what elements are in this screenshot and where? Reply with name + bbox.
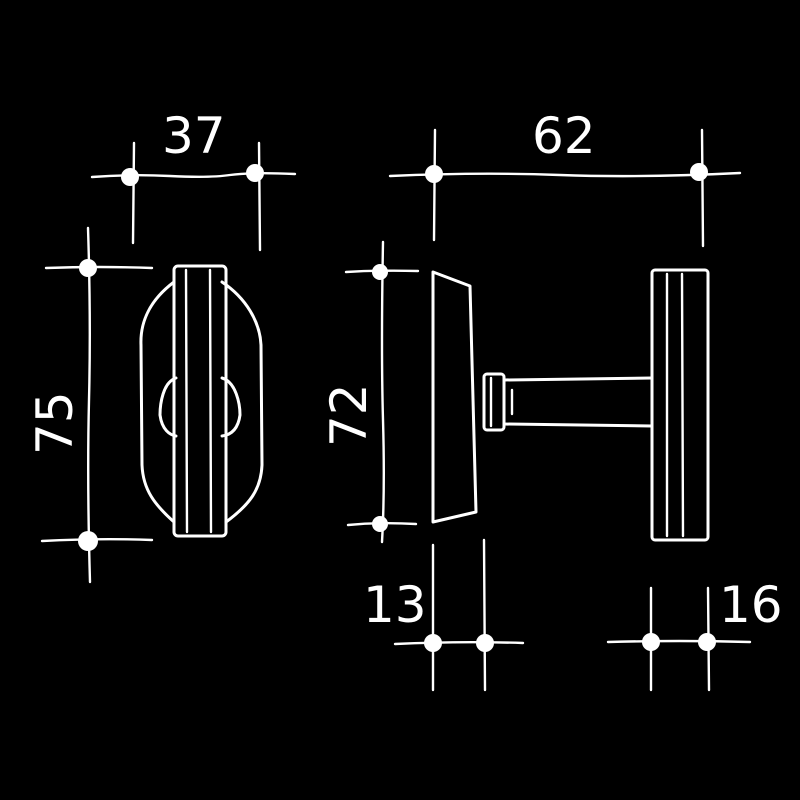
side-knob-outline — [650, 268, 710, 542]
dim-75-label: 75 — [26, 391, 84, 455]
dimension-62: 62 — [388, 107, 742, 248]
dimension-75: 75 — [26, 226, 154, 584]
spindle-hub-right — [220, 376, 242, 438]
dimension-72: 72 — [320, 240, 420, 544]
dim-13-marker-right — [476, 634, 494, 652]
spindle-hub-left — [158, 376, 178, 438]
dimension-37: 37 — [90, 107, 297, 252]
dim-72-label: 72 — [320, 383, 378, 447]
dim-75-ext-bottom — [40, 538, 154, 543]
dim-16-marker-left — [642, 633, 660, 651]
dim-62-marker-left — [425, 165, 443, 183]
dim-62-ext-right — [700, 128, 705, 248]
spindle-shaft — [502, 376, 654, 428]
dim-62-baseline — [388, 171, 742, 178]
dim-72-marker-bottom — [372, 516, 388, 532]
turn-knob-inner-line-1 — [184, 268, 189, 534]
side-knob-inner-line-2 — [680, 272, 685, 538]
dim-72-marker-top — [372, 264, 388, 280]
dim-13-baseline — [393, 641, 525, 646]
oval-rosette-outline — [139, 280, 264, 524]
turn-knob-outline — [172, 264, 228, 538]
dim-37-marker-right — [246, 164, 264, 182]
dim-62-label: 62 — [532, 107, 596, 165]
dimension-16: 16 — [606, 576, 783, 692]
dim-37-label: 37 — [162, 107, 226, 165]
dimension-13: 13 — [363, 538, 525, 692]
dim-16-marker-right — [698, 633, 716, 651]
dim-75-baseline — [86, 226, 92, 584]
front-view — [139, 264, 264, 538]
dim-13-label: 13 — [363, 576, 427, 634]
turn-knob-inner-line-2 — [208, 268, 213, 534]
dim-37-ext-left — [131, 141, 136, 245]
rosette-plate-profile — [431, 270, 478, 524]
dim-75-marker-bottom — [78, 531, 98, 551]
dim-16-label: 16 — [719, 576, 783, 634]
dim-37-marker-left — [121, 168, 139, 186]
dim-62-ext-left — [432, 128, 437, 242]
dim-13-ext-right — [482, 538, 487, 692]
spindle-collar — [482, 372, 506, 432]
dim-72-baseline — [380, 240, 385, 544]
dim-75-ext-top — [44, 265, 154, 270]
dim-13-marker-left — [424, 634, 442, 652]
dim-75-marker-top — [79, 259, 97, 277]
dim-62-marker-right — [690, 163, 708, 181]
side-view — [431, 268, 710, 542]
dim-16-baseline — [606, 639, 752, 644]
dim-37-ext-right — [257, 141, 262, 252]
